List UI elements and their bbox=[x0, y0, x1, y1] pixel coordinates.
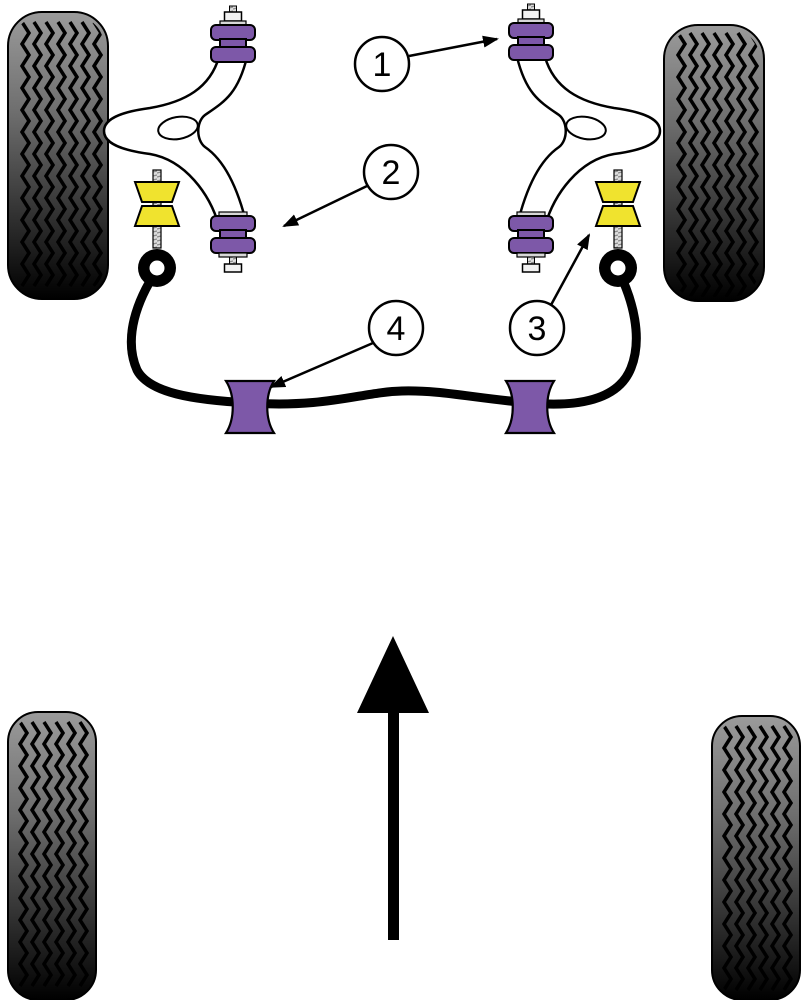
drop-link-bush-left bbox=[134, 169, 180, 249]
callout-2-label: 2 bbox=[382, 154, 401, 192]
callout-1: 1 bbox=[353, 35, 499, 93]
drop-link-bush-right bbox=[595, 169, 641, 249]
callout-2: 2 bbox=[282, 143, 420, 228]
callout-1-label: 1 bbox=[373, 46, 392, 84]
tire-front-right bbox=[663, 24, 765, 302]
anti-roll-bar bbox=[126, 265, 641, 409]
callout-4: 4 bbox=[269, 299, 425, 389]
callout-4-arrow bbox=[269, 341, 374, 389]
tire-rear-right bbox=[711, 715, 801, 1000]
upper-bush-left bbox=[210, 5, 256, 63]
lower-bush-right bbox=[508, 211, 554, 273]
tire-body bbox=[711, 715, 801, 1000]
lower-bush-left bbox=[210, 211, 256, 273]
callout-3-arrow bbox=[549, 233, 591, 306]
upper-bush-right bbox=[508, 3, 554, 61]
ball-joint-right bbox=[599, 249, 637, 287]
control-arm-right bbox=[515, 55, 662, 228]
callout-3: 3 bbox=[508, 233, 591, 357]
callout-1-circle bbox=[353, 35, 411, 93]
callout-3-label: 3 bbox=[528, 310, 547, 348]
callout-1-arrow bbox=[408, 35, 499, 58]
control-arm-left bbox=[102, 55, 249, 228]
callout-3-circle bbox=[508, 299, 566, 357]
callout-4-circle bbox=[367, 299, 425, 357]
ball-joint-left bbox=[138, 249, 176, 287]
callout-4-label: 4 bbox=[387, 310, 406, 348]
tire-rear-left bbox=[7, 711, 97, 1000]
callout-2-arrow bbox=[282, 184, 368, 228]
tire-front-left bbox=[7, 11, 109, 300]
anti-roll-bar-bush-left bbox=[224, 379, 276, 435]
anti-roll-bar-bush-right bbox=[504, 379, 556, 435]
direction-arrow-icon bbox=[357, 636, 429, 940]
callout-2-circle bbox=[362, 143, 420, 201]
